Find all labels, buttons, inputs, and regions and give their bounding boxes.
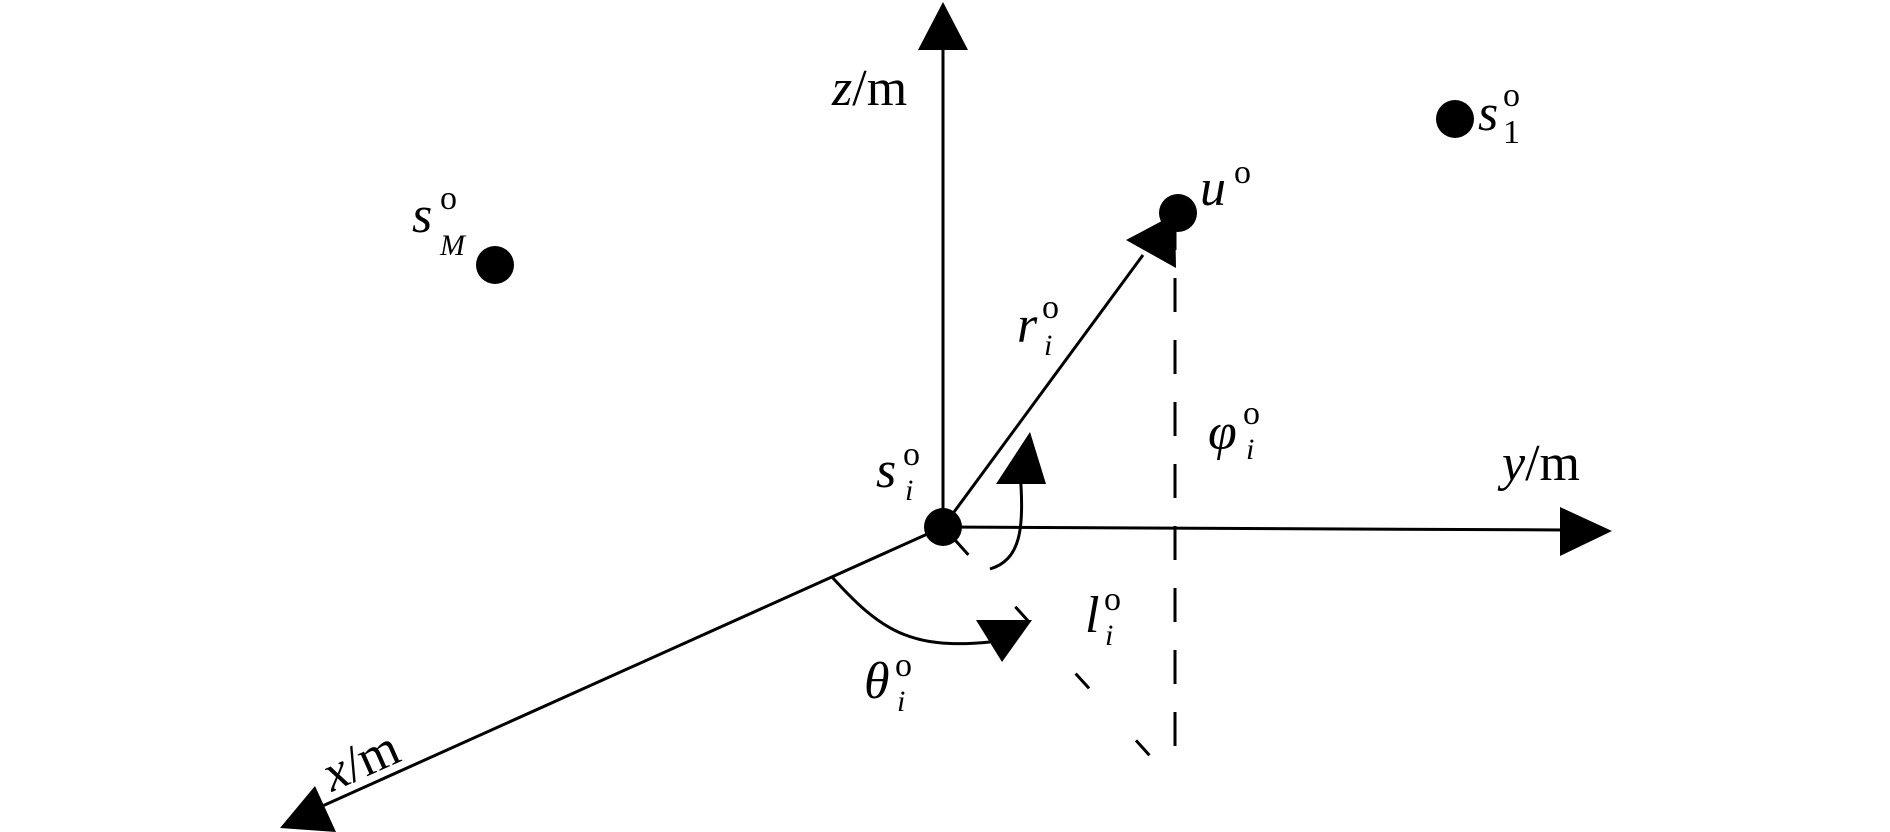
svg-text:o: o xyxy=(1243,395,1260,432)
svg-text:1: 1 xyxy=(1503,114,1520,151)
point-s1 xyxy=(1436,100,1474,138)
y-axis xyxy=(942,507,1612,556)
svg-text:r: r xyxy=(1017,297,1038,354)
label-phi: φ o i xyxy=(1208,395,1260,466)
svg-text:o: o xyxy=(440,180,457,217)
range-vector xyxy=(941,214,1176,528)
z-axis-arrowhead xyxy=(918,2,968,50)
elevation-arc-arrowhead xyxy=(996,432,1046,484)
svg-text:o: o xyxy=(1503,77,1520,114)
svg-text:o: o xyxy=(903,436,920,473)
point-u xyxy=(1159,194,1197,232)
label-sM: s o M xyxy=(412,180,467,262)
svg-text:l: l xyxy=(1085,587,1099,644)
label-r: r o i xyxy=(1017,289,1059,362)
svg-text:M: M xyxy=(439,229,467,262)
label-u: u o xyxy=(1200,154,1251,217)
elevation-angle-arc xyxy=(989,432,1046,571)
point-sM xyxy=(476,246,514,284)
label-l: l o i xyxy=(1085,581,1121,652)
svg-text:φ: φ xyxy=(1208,404,1237,461)
label-s1: s o 1 xyxy=(1478,77,1520,151)
x-axis xyxy=(280,525,944,832)
range-vector-arrowhead xyxy=(1126,214,1176,268)
label-theta: θ o i xyxy=(864,647,912,718)
ground-projection-line xyxy=(953,538,1172,780)
svg-text:o: o xyxy=(1042,289,1059,326)
x-axis-label: x/m xyxy=(313,719,408,803)
azimuth-arc-arrowhead xyxy=(976,620,1032,662)
z-axis-label: z/m xyxy=(831,60,907,117)
point-si xyxy=(924,508,962,546)
svg-text:o: o xyxy=(895,647,912,684)
z-axis xyxy=(918,2,968,527)
svg-text:s: s xyxy=(1478,85,1498,142)
x-axis-arrowhead xyxy=(280,786,336,832)
svg-text:i: i xyxy=(897,685,905,718)
y-axis-label: y/m xyxy=(1497,435,1580,492)
label-si: s o i xyxy=(876,436,920,507)
y-axis-arrowhead xyxy=(1560,507,1612,556)
svg-text:o: o xyxy=(1234,154,1251,191)
svg-text:s: s xyxy=(412,187,432,244)
svg-text:o: o xyxy=(1104,581,1121,618)
svg-text:i: i xyxy=(1246,433,1254,466)
svg-text:i: i xyxy=(1044,329,1052,362)
svg-text:i: i xyxy=(1105,619,1113,652)
svg-text:θ: θ xyxy=(864,653,890,710)
svg-text:s: s xyxy=(876,442,896,499)
azimuth-angle-arc xyxy=(830,575,1032,662)
svg-text:u: u xyxy=(1200,160,1226,217)
svg-text:i: i xyxy=(905,474,913,507)
